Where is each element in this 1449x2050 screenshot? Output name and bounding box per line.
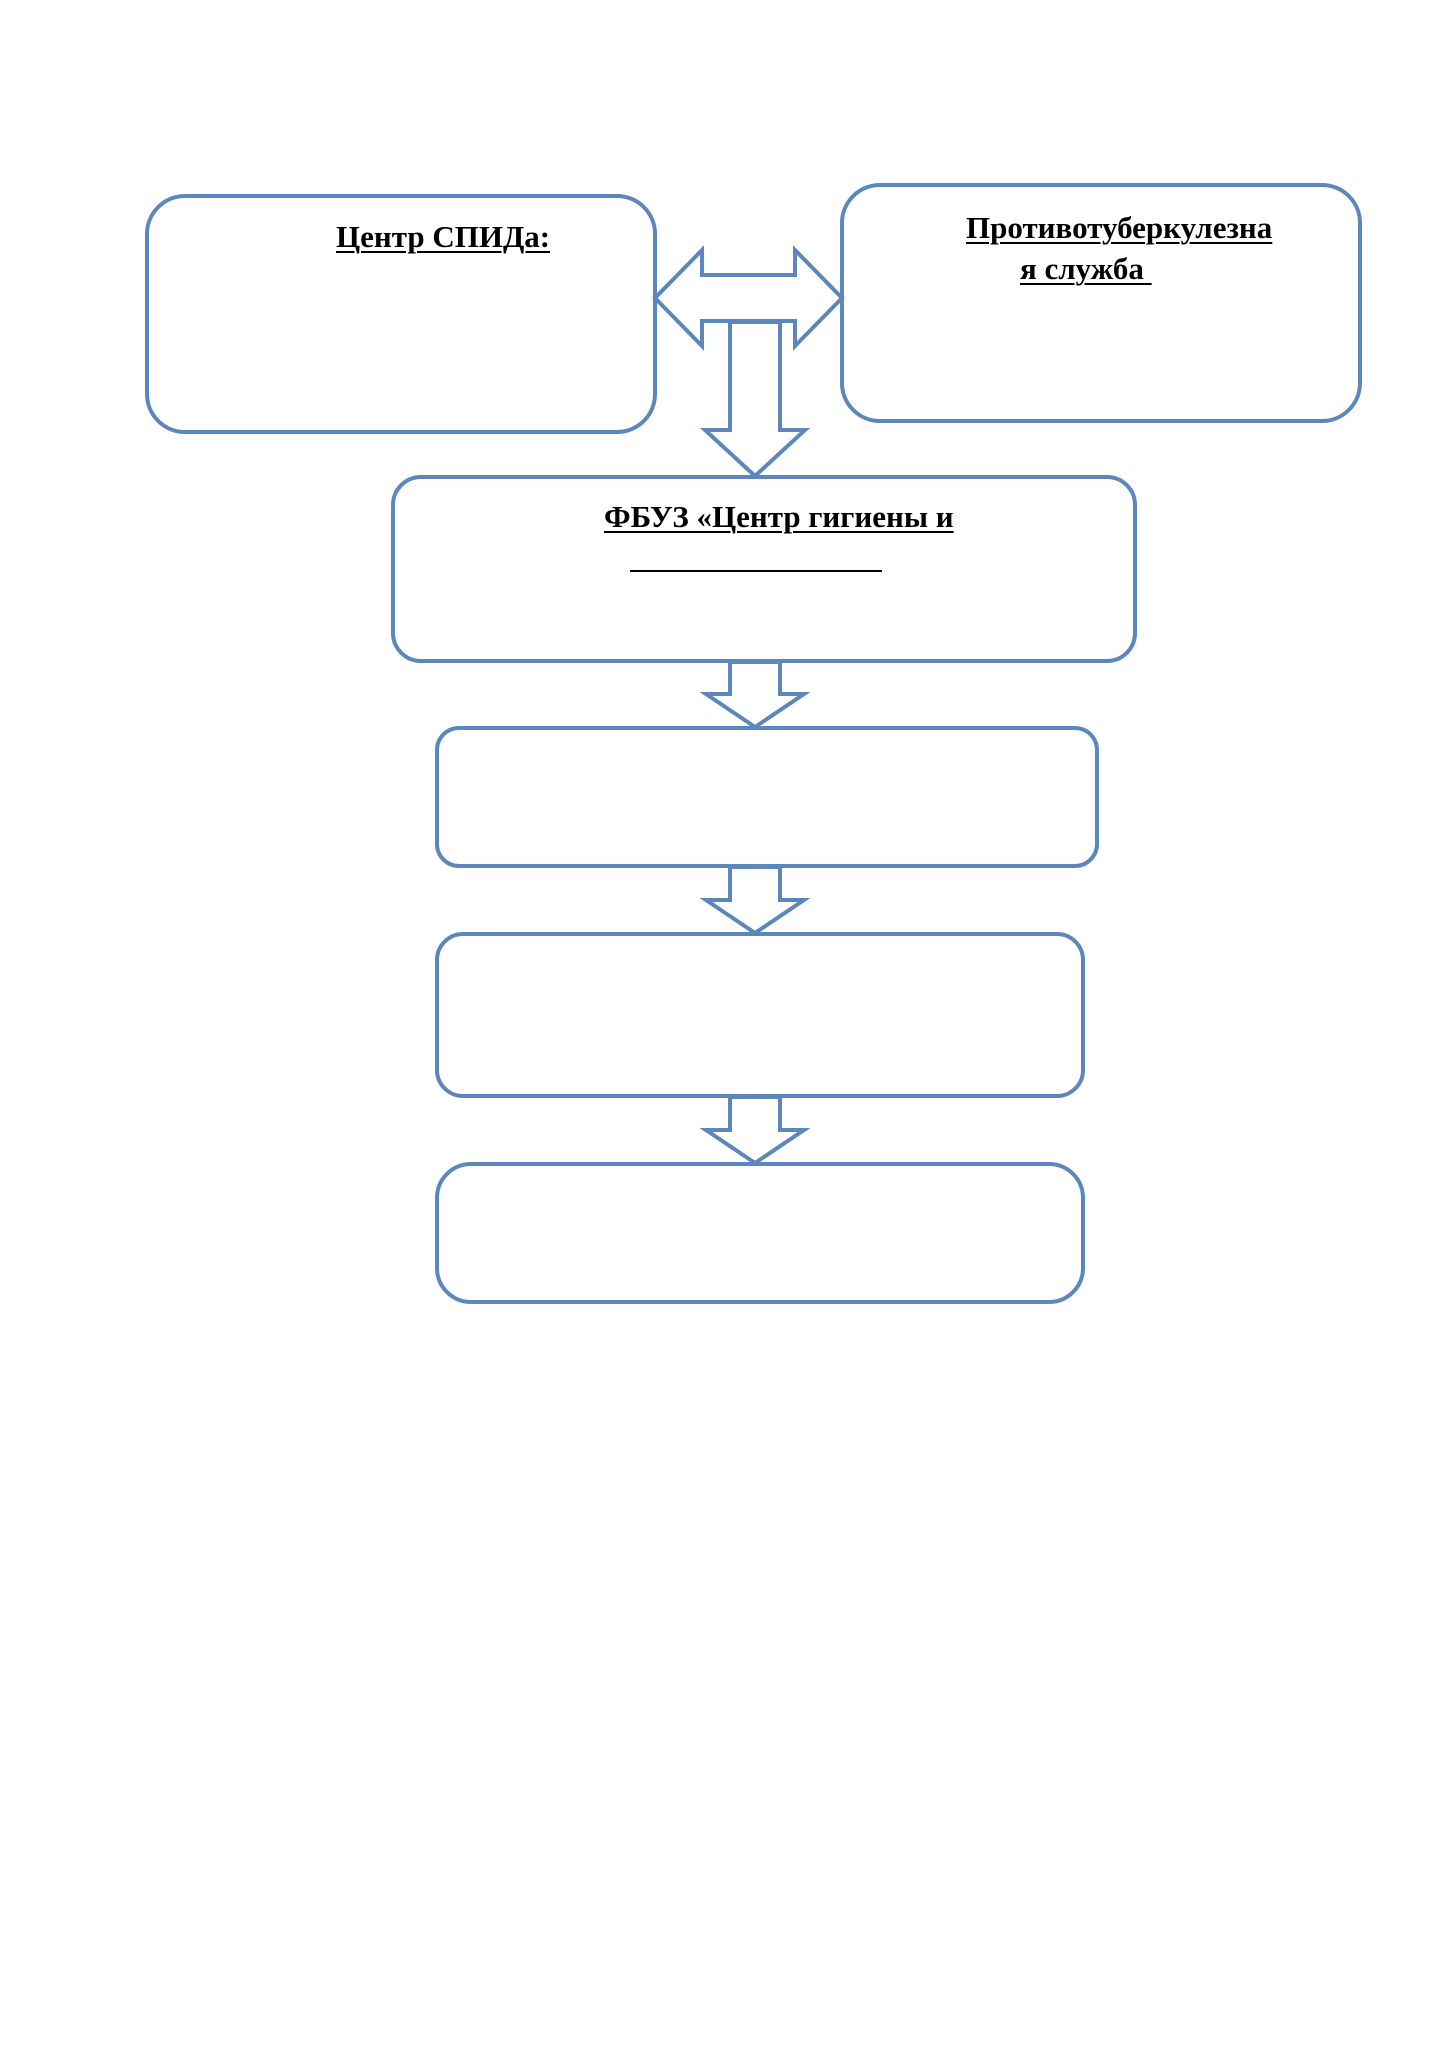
down-arrow-box4-to-box5 xyxy=(699,865,811,936)
fbuz-center-label: ФБУЗ «Центр гигиены и xyxy=(604,499,954,534)
box-aids-center xyxy=(145,194,657,434)
down-arrow-fbuz-to-box4 xyxy=(699,660,811,730)
aids-center-label: Центр СПИДа: xyxy=(336,219,551,254)
box-4 xyxy=(435,726,1099,868)
tb-service-label-line2: я служба xyxy=(1020,251,1152,286)
double-arrow-aids-tb xyxy=(652,245,845,351)
down-arrow-box5-to-box6 xyxy=(699,1095,811,1166)
box-5 xyxy=(435,932,1085,1098)
tb-service-label-line1: Противотуберкулезна xyxy=(966,210,1273,245)
box-6 xyxy=(435,1162,1085,1304)
down-arrow-to-fbuz xyxy=(699,320,811,479)
fbuz-blank-underline xyxy=(630,570,882,572)
box-tb-service xyxy=(840,183,1362,423)
